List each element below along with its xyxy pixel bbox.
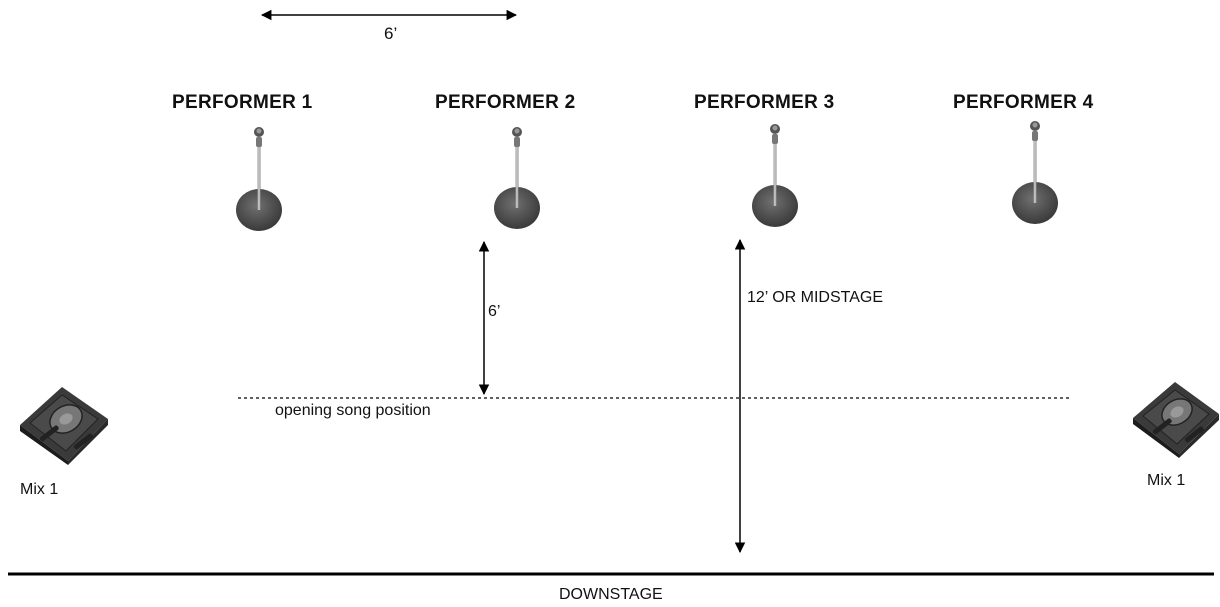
mic-stand-4 [1012,121,1058,224]
downstage-label: DOWNSTAGE [559,586,663,603]
performer-2-label: PERFORMER 2 [435,92,576,113]
performer-3-label: PERFORMER 3 [694,92,835,113]
mic-stand-1 [236,127,282,231]
midstage-label: 12’ OR MIDSTAGE [747,289,884,306]
mic-stand-2 [494,127,540,229]
left-monitor [20,387,108,465]
mic-stand-3 [752,124,798,227]
performer-1-label: PERFORMER 1 [172,92,313,113]
performer-4-label: PERFORMER 4 [953,92,1094,113]
horizontal-spacing-label: 6’ [384,24,398,43]
opening-song-label: opening song position [275,402,431,419]
floor-monitor-icon [20,387,108,465]
vertical-spacing-label: 6’ [488,303,501,320]
right-monitor [1133,382,1219,458]
microphone-stand-icon [752,124,798,227]
microphone-stand-icon [494,127,540,229]
microphone-stand-icon [1012,121,1058,224]
floor-monitor-icon [1133,382,1219,458]
right-monitor-label: Mix 1 [1147,472,1186,489]
left-monitor-label: Mix 1 [20,481,59,498]
microphone-stand-icon [236,127,282,231]
